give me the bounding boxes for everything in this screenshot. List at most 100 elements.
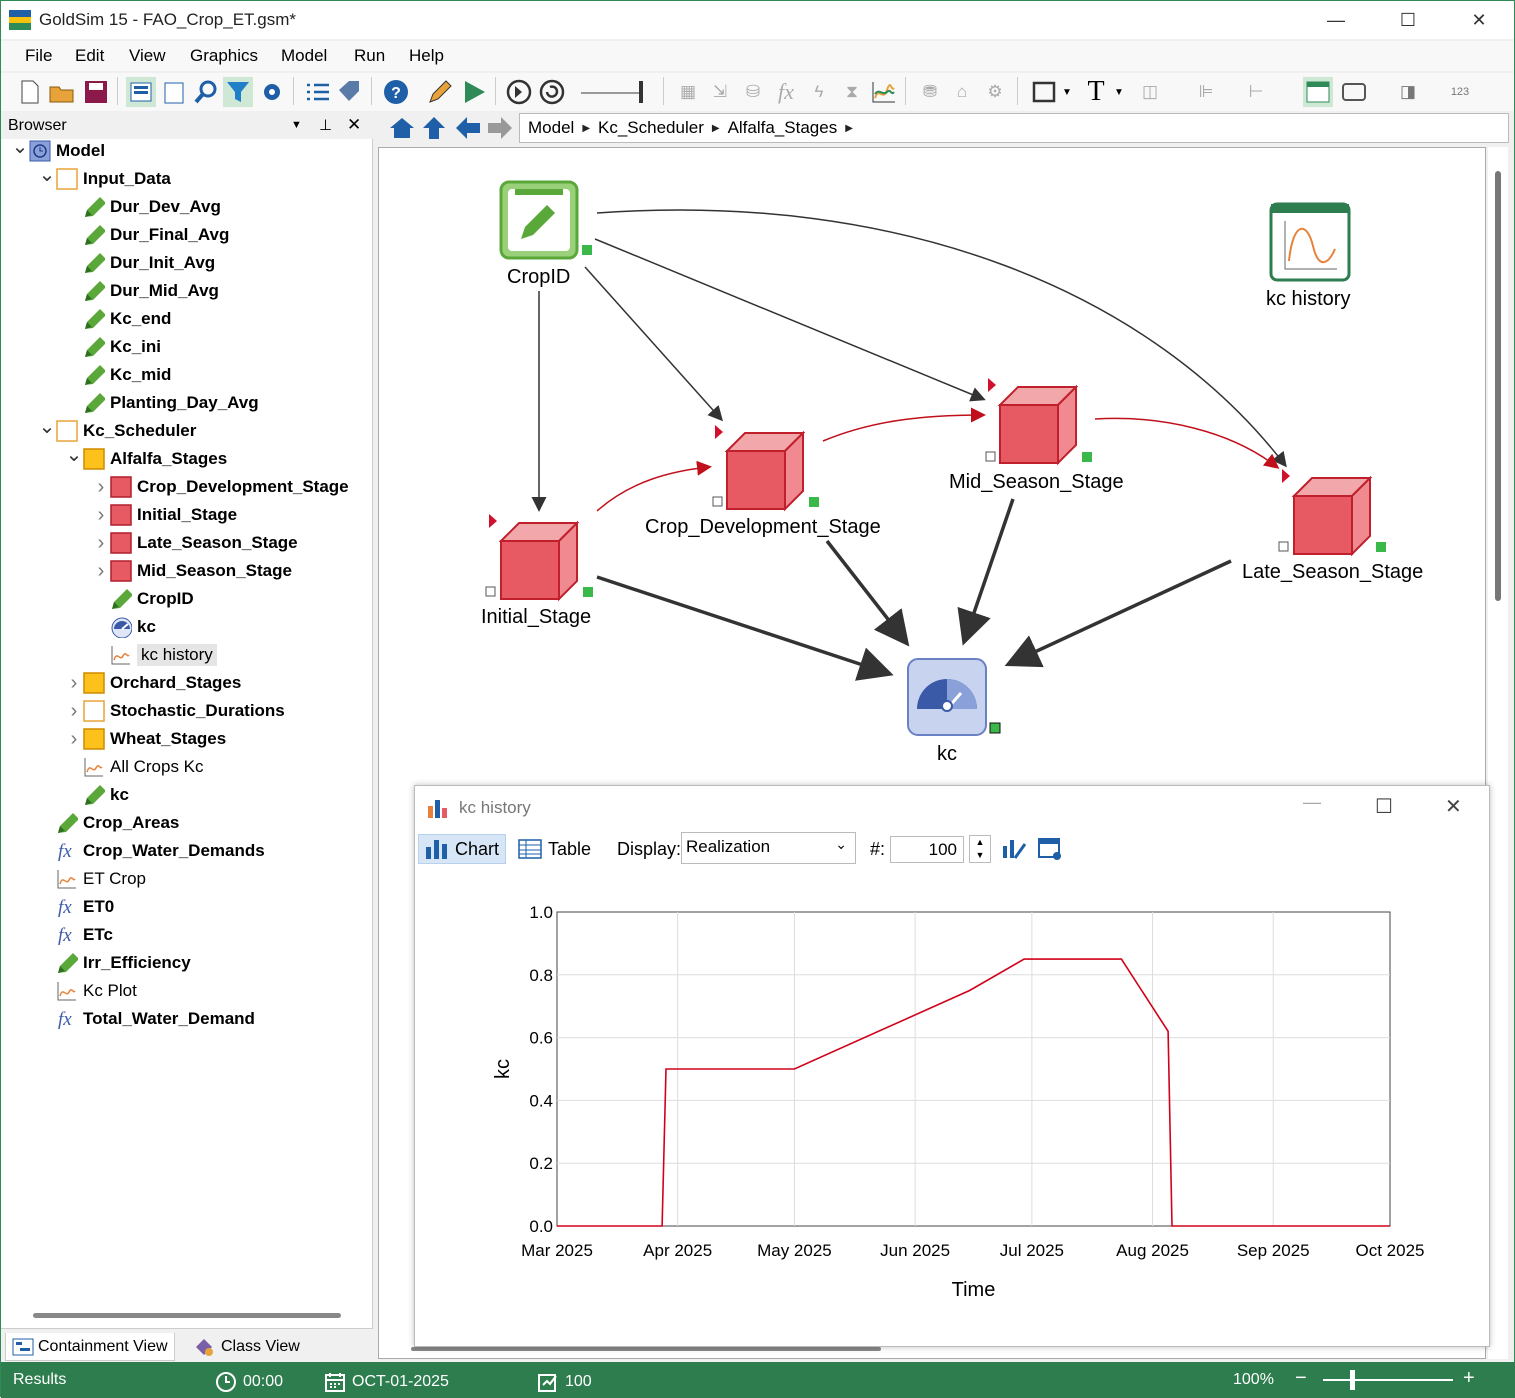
pin-icon[interactable]: ⊥ (319, 117, 333, 134)
tree-item[interactable]: ›Crop_Development_Stage (92, 474, 349, 500)
horizontal-scrollbar[interactable] (33, 1313, 341, 1318)
kc-history-chart-node[interactable] (1269, 202, 1351, 282)
speed-slider[interactable] (581, 92, 643, 94)
tree-item[interactable]: Dur_Dev_Avg (65, 194, 221, 220)
realization-spinner[interactable]: ▲▼ (969, 835, 991, 863)
display-select[interactable]: Realization ⌄ (681, 832, 856, 864)
link-initial-cropdev[interactable] (596, 460, 712, 512)
breadcrumb-model[interactable]: Model (528, 118, 575, 137)
tree-item[interactable]: CropID (92, 586, 194, 612)
zoom-slider-thumb[interactable] (1350, 1370, 1355, 1390)
link-cropid-cropdev[interactable] (584, 266, 724, 422)
chart-tab-button[interactable]: Chart (418, 834, 507, 864)
tree-item[interactable]: kc (92, 614, 156, 640)
close-button[interactable]: ✕ (1445, 796, 1462, 818)
zoom-out-button[interactable]: − (1295, 1367, 1307, 1389)
tree-item[interactable]: Kc Plot (38, 978, 137, 1004)
help-icon[interactable]: ? (381, 77, 411, 107)
reset-icon[interactable] (537, 77, 567, 107)
kc-gauge-node[interactable] (907, 658, 1001, 736)
tab-class-view[interactable]: Class View (193, 1333, 300, 1361)
tag-icon[interactable] (335, 77, 365, 107)
close-icon[interactable]: ✕ (347, 115, 362, 134)
shape-rect-icon[interactable] (1029, 77, 1059, 107)
menu-help[interactable]: Help (409, 46, 444, 65)
minimize-button[interactable]: — (1303, 792, 1321, 812)
expand-chevron-icon[interactable]: › (97, 531, 105, 554)
table-tab-button[interactable]: Table (518, 834, 591, 864)
chevron-down-icon[interactable]: ▼ (1114, 86, 1124, 98)
initial-stage-node[interactable] (485, 514, 593, 602)
tree-item[interactable]: ›Wheat_Stages (65, 726, 226, 752)
menu-file[interactable]: File (25, 46, 53, 65)
maximize-button[interactable]: ☐ (1399, 10, 1417, 30)
tree-item[interactable]: kc (65, 782, 129, 808)
menu-model[interactable]: Model (281, 46, 328, 65)
link-cropid-mid[interactable] (594, 238, 986, 402)
step-icon[interactable] (504, 77, 534, 107)
breadcrumb-separator-icon[interactable]: ▶ (711, 122, 720, 134)
tree-item[interactable]: Dur_Mid_Avg (65, 278, 219, 304)
list-icon[interactable] (303, 77, 333, 107)
tree-item[interactable]: ⌄Alfalfa_Stages (65, 445, 227, 472)
menu-edit[interactable]: Edit (75, 46, 105, 65)
save-icon[interactable] (81, 77, 111, 107)
expand-chevron-icon[interactable]: › (97, 503, 105, 526)
text-tool-icon[interactable]: T (1087, 76, 1105, 107)
zoom-slider[interactable] (1323, 1379, 1453, 1381)
tree-item[interactable]: Kc_ini (65, 334, 161, 360)
filter-icon[interactable] (223, 77, 253, 107)
link-initial-kc[interactable] (596, 575, 894, 681)
tree-item[interactable]: ›Stochastic_Durations (65, 698, 285, 724)
tree-item[interactable]: ›Orchard_Stages (65, 670, 241, 696)
zoom-in-button[interactable]: + (1463, 1367, 1475, 1389)
tree-item[interactable]: Irr_Efficiency (38, 950, 191, 976)
link-cropdev-kc[interactable] (825, 539, 910, 647)
tree-item[interactable]: Dur_Final_Avg (65, 222, 229, 248)
browser-panel-icon[interactable] (1303, 77, 1333, 107)
tree-item[interactable]: Kc_mid (65, 362, 171, 388)
canvas-horizontal-scrollbar[interactable] (411, 1347, 881, 1351)
up-arrow-icon[interactable] (419, 113, 449, 143)
open-folder-icon[interactable] (47, 77, 77, 107)
tab-containment-view[interactable]: Containment View (5, 1333, 175, 1361)
chart-options-icon[interactable] (1037, 834, 1063, 864)
clipboard-icon[interactable] (159, 77, 189, 107)
maximize-button[interactable]: ☐ (1375, 796, 1393, 818)
tree-item[interactable]: ⌄Kc_Scheduler (38, 417, 196, 444)
link-cropid-late[interactable] (596, 209, 1287, 468)
vertical-scroll-track[interactable] (1488, 147, 1508, 1359)
breadcrumb-kc-scheduler[interactable]: Kc_Scheduler (598, 118, 704, 137)
expand-chevron-icon[interactable]: › (97, 475, 105, 498)
tree-item[interactable]: ⌄Model (11, 137, 105, 164)
mid-season-stage-node[interactable] (985, 378, 1092, 466)
menu-view[interactable]: View (129, 46, 166, 65)
chart-icon[interactable] (869, 77, 899, 107)
number-format-icon[interactable]: 123 (1450, 86, 1470, 98)
link-mid-kc[interactable] (957, 498, 1015, 646)
link-late-kc[interactable] (1004, 559, 1232, 668)
menu-run[interactable]: Run (354, 46, 386, 65)
minimize-button[interactable]: — (1327, 10, 1345, 30)
chevron-down-icon[interactable]: ▼ (291, 119, 302, 131)
chevron-down-icon[interactable]: ▼ (1062, 86, 1072, 98)
cropid-data-node[interactable] (499, 180, 592, 260)
edit-pencil-icon[interactable] (425, 77, 455, 107)
border-style-icon[interactable] (1339, 77, 1369, 107)
link-mid-late[interactable] (1094, 417, 1280, 469)
speed-slider-thumb[interactable] (639, 81, 643, 103)
chart-properties-icon[interactable] (1001, 834, 1027, 864)
breadcrumb-separator-icon[interactable]: ▶ (582, 122, 591, 134)
tree-item[interactable]: Planting_Day_Avg (65, 390, 259, 416)
tree-item[interactable]: ET Crop (38, 866, 146, 892)
crop-development-stage-node[interactable] (712, 425, 819, 512)
expand-chevron-icon[interactable]: › (70, 699, 78, 722)
layout-icon[interactable]: ◨ (1399, 82, 1417, 101)
breadcrumb-separator-icon[interactable]: ▶ (845, 122, 853, 134)
forward-arrow-icon[interactable] (485, 113, 515, 143)
tree-item[interactable]: kc history (92, 642, 217, 668)
tree-item[interactable]: ›Mid_Season_Stage (92, 558, 292, 584)
